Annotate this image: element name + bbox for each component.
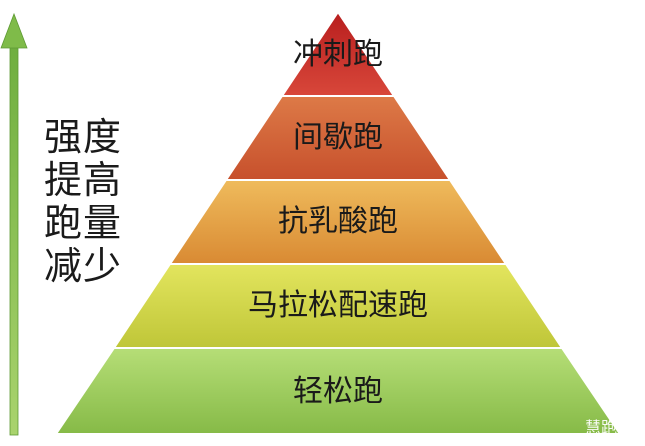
tier-label-interval: 间歇跑 [293,120,383,155]
tier-label-lactate: 抗乳酸跑 [278,204,398,239]
side-label-line1: 强度 [44,115,123,159]
side-label-line3: 跑量 [44,201,123,245]
tier-label-marathon-pace: 马拉松配速跑 [248,288,428,323]
pyramid [54,10,622,435]
side-label-line2: 提高 [44,158,123,202]
side-label-line4: 减少 [44,244,123,288]
up-arrow-icon [0,12,28,436]
tier-label-easy: 轻松跑 [293,374,383,409]
tier-easy [54,347,622,435]
tier-label-sprint: 冲刺跑 [293,37,383,72]
watermark-text: 慧跑 [584,418,617,437]
